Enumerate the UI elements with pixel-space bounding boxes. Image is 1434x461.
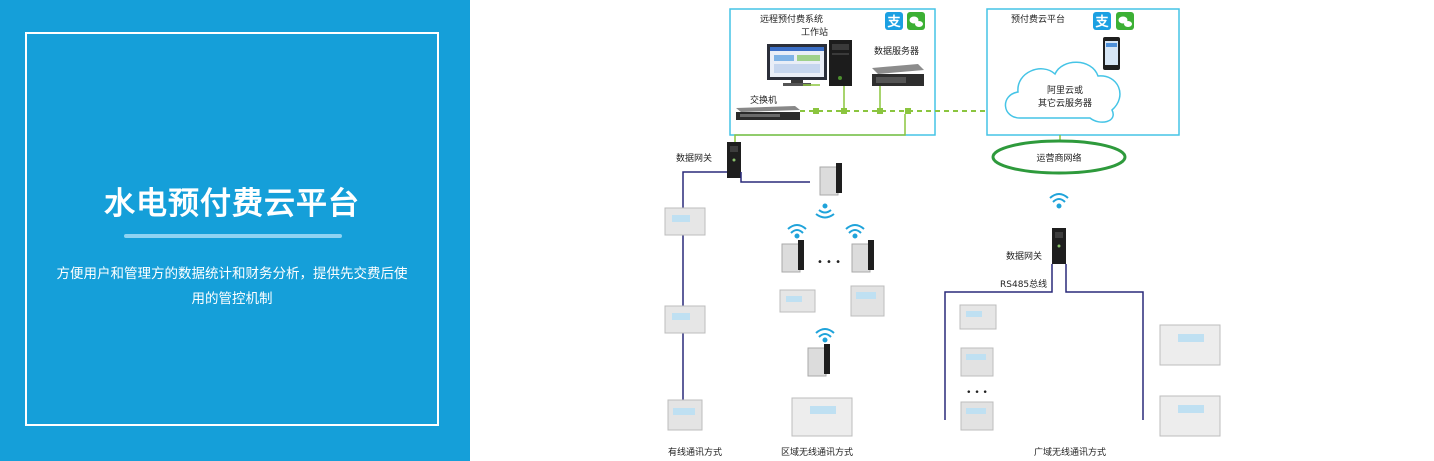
ellipsis-wide: • • • [966,388,988,398]
network-switch-icon [736,106,800,120]
din-meter-icon [1159,324,1221,366]
page-title: 水电预付费云平台 [104,186,360,222]
gateway-device-icon [1052,228,1066,264]
cloud-icon [1004,61,1121,123]
alipay-icon: 支 [1093,12,1111,30]
wireless-module-icon [781,240,804,273]
remote-system-title: 远程预付费系统 [760,13,823,25]
wifi-icon [815,203,835,219]
svg-text:支: 支 [886,14,901,30]
rack-server-icon [872,64,924,86]
intro-description: 方便用户和管理方的数据统计和财务分析，提供先交费后使用的管控机制 [56,266,408,307]
wireless-module-icon [807,344,830,377]
carrier-network-label: 运营商网络 [1036,152,1081,164]
intro-panel [0,0,470,461]
din-meter-icon [1159,395,1221,437]
din-meter-icon [960,347,994,377]
din-meter-icon [960,401,994,431]
smartphone-icon [1103,37,1120,70]
title-divider [124,234,342,238]
rs485-bus-right [1065,264,1144,420]
section-wide-wireless-label: 广域无线通讯方式 [1034,446,1106,458]
gateway-right-label: 数据网关 [1006,250,1042,262]
din-meter-icon [779,289,816,313]
workstation-monitor-icon [767,44,827,86]
data-server-label: 数据服务器 [874,45,919,57]
cloud-label-line1: 阿里云或 [1047,84,1083,96]
cloud-label-line2: 其它云服务器 [1038,97,1092,109]
wired-bus [682,171,727,400]
svg-text:支: 支 [1094,14,1109,30]
gateway-uplink [734,114,906,142]
section-local-wireless-label: 区域无线通讯方式 [781,446,853,458]
din-meter-icon [959,304,997,330]
gateway-device-icon [727,142,741,178]
rs485-bus-left [944,264,1053,420]
intro-frame [25,32,439,426]
wifi-icon [845,224,865,239]
internal-links [803,84,881,110]
alipay-icon: 支 [885,12,903,30]
workstation-tower-icon [829,40,852,86]
din-meter-icon [664,305,706,334]
workstation-label: 工作站 [801,26,828,38]
wechat-icon [1116,12,1134,30]
wifi-icon [815,328,835,343]
rs485-label: RS485总线 [1000,278,1047,290]
carrier-network-ring [991,139,1127,175]
cloud-platform-title: 预付费云平台 [1011,13,1065,25]
din-meter-icon [791,397,853,437]
din-meter-icon [664,207,706,236]
gateway-left-label: 数据网关 [676,152,712,164]
wireless-module-icon [851,240,874,273]
wireless-module-icon [819,163,842,196]
wifi-icon [1049,193,1069,209]
compact-meter-icon [667,399,703,431]
din-meter-icon [850,285,885,317]
wechat-icon [907,12,925,30]
section-wired-label: 有线通讯方式 [668,446,722,458]
system-architecture-diagram: 远程预付费系统 支 工作站 数据服务器 交换机 [664,8,1221,458]
ellipsis-local: • • • [817,257,841,268]
wifi-icon [787,224,807,239]
switch-label: 交换机 [750,94,777,106]
